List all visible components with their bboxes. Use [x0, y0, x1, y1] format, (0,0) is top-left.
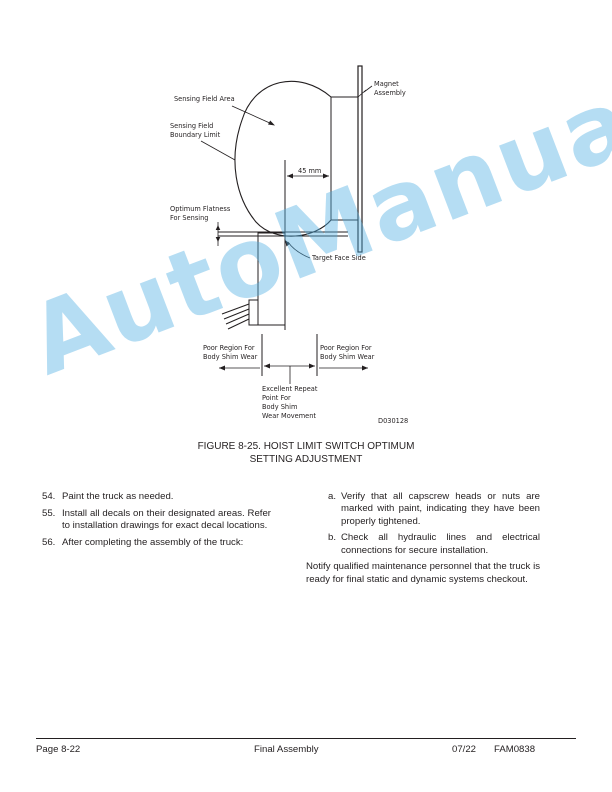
substep-text: Check all hydraulic lines and electrical… — [341, 532, 540, 556]
boundary-limit-label: Sensing Field Boundary Limit — [170, 122, 221, 139]
step-number: 55. — [42, 507, 56, 519]
drawing-id: D030128 — [378, 417, 409, 425]
footer-date: 07/22 — [452, 744, 477, 755]
footer-page-number: Page 8-22 — [36, 744, 81, 755]
step-text: Install all decals on their designated a… — [62, 507, 271, 531]
figure-caption: FIGURE 8-25. HOIST LIMIT SWITCH OPTIMUM … — [0, 441, 612, 466]
poor-region-right-label: Poor Region For Body Shim Wear — [320, 344, 375, 361]
step-item: 54. Paint the truck as needed. — [42, 491, 271, 503]
hoist-limit-switch-figure: Magnet Assembly Sensing Field Area Sensi… — [170, 65, 409, 425]
target-face-side-label: Target Face Side — [312, 254, 366, 262]
poor-region-left-label: Poor Region For Body Shim Wear — [203, 344, 258, 361]
substep-letter: a. — [328, 491, 337, 502]
notify-paragraph: Notify qualified maintenance personnel t… — [306, 561, 540, 585]
sensing-field-area-label: Sensing Field Area — [174, 95, 235, 103]
caption-line-2: SETTING ADJUSTMENT — [249, 453, 363, 465]
caption-line-1: FIGURE 8-25. HOIST LIMIT SWITCH OPTIMUM — [197, 441, 415, 452]
step-item: 56. After completing the assembly of the… — [42, 537, 271, 549]
sensor-connector — [248, 299, 259, 326]
substep-item: a. Verify that all capscrew heads or nut… — [328, 491, 540, 528]
step-number: 54. — [42, 491, 56, 502]
footer-doc-id: FAM0838 — [494, 744, 536, 755]
footer-section-title: Final Assembly — [254, 744, 319, 755]
magnet-assembly-label: Magnet Assembly — [374, 80, 406, 97]
substep-item: b. Check all hydraulic lines and electri… — [328, 532, 540, 557]
step-text: Paint the truck as needed. — [62, 491, 174, 502]
substep-letter: b. — [328, 532, 337, 544]
substep-text: Verify that all capscrew heads or nuts a… — [341, 491, 540, 527]
optimum-flatness-label: Optimum Flatness For Sensing — [170, 205, 231, 222]
step-text: After completing the assembly of the tru… — [62, 536, 244, 548]
step-item: 55. Install all decals on their designat… — [42, 508, 271, 533]
dimension-label: 45 mm — [298, 167, 322, 175]
left-column: 54. Paint the truck as needed. 55. Insta… — [42, 491, 271, 553]
hoist-limit-switch-diagram — [200, 65, 373, 384]
magnet-body — [330, 96, 359, 221]
step-number: 56. — [42, 536, 56, 548]
excellent-region-label: Excellent Repeat Point For Body Shim Wea… — [262, 385, 318, 420]
right-column: a. Verify that all capscrew heads or nut… — [306, 491, 540, 586]
footer-divider — [36, 738, 576, 739]
